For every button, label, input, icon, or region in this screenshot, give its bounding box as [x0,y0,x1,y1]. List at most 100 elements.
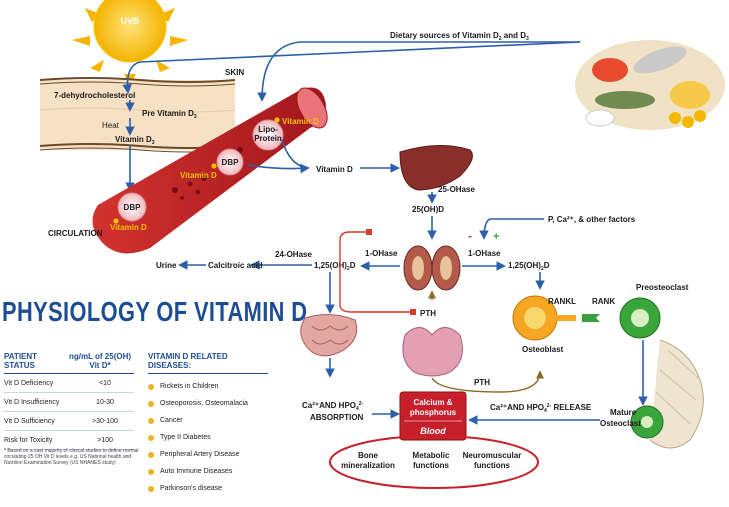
ohase-24-label: 24-OHase [275,250,312,259]
dbp-label-upper: DBP [222,158,240,167]
dbp-label-lower: DBP [124,203,142,212]
calcium-label-2: phosphorus [410,408,457,417]
bullet-icon [148,417,154,424]
vitamin-d3-skin-label: Vitamin D3 [115,135,155,146]
list-item: Auto Immune Diseases [148,463,268,480]
bullet-icon [148,400,154,407]
value-cell: 10-30 [96,398,114,406]
skin-label: SKIN [225,68,244,77]
disease-label: Type II Diabetes [160,434,211,441]
status-cell: Vit D Deficiency [4,379,54,387]
absorption-label-2: ABSORPTION [310,413,364,422]
dihydroxy-d-left-label: 1,25(OH)2D [314,261,356,272]
kidneys-icon [403,245,461,291]
dbp-cell-upper [216,148,244,176]
neuromuscular-functions-label-2: functions [474,461,511,470]
table-row: Vit D Sufficiency >30-100 [4,412,134,431]
minus-label: - [468,229,472,243]
bullet-icon [148,485,154,492]
calcium-phosphorus-box [399,391,467,441]
skin-layers [39,77,236,153]
disease-label: Parkinson's disease [160,485,223,492]
heat-label: Heat [102,121,120,130]
factors-label: P, Ca²⁺, & other factors [548,215,636,224]
disease-label: Auto Immune Diseases [160,468,233,475]
vitamin-d-label-mid: Vitamin D [180,171,217,180]
patient-status-table: PATIENT STATUS ng/mL of 25(OH) Vit D* Vi… [4,352,134,450]
calcium-label-1: Calcium & [413,398,452,407]
rank-label: RANK [592,297,615,306]
preosteoclast-label: Preosteoclast [636,283,689,292]
bone-mineralization-label-2: mineralization [341,461,395,470]
list-item: Rickets in Children [148,378,268,395]
list-item: Parkinson's disease [148,480,268,497]
sun-icon [72,0,188,86]
list-item: Cancer [148,412,268,429]
functions-ellipse [329,435,539,489]
table-header: PATIENT STATUS ng/mL of 25(OH) Vit D* [4,352,134,374]
disease-label: Osteoporosis, Osteomalacia [160,400,248,407]
bullet-icon [148,468,154,475]
value-cell: >100 [97,436,113,444]
pth-label-lower: PTH [474,378,490,387]
pre-vitamin-d3-label: Pre Vitamin D3 [142,109,197,120]
mature-osteoclast-label-1: Mature [610,408,637,417]
parathyroid-gland-icon [402,327,463,377]
bone-mineralization-label-1: Bone [358,451,379,460]
status-cell: Vit D Sufficiency [4,417,55,425]
metabolic-functions-label-2: functions [413,461,450,470]
liver-icon [399,144,473,191]
value-cell: <10 [99,379,111,387]
vitamin-d-dot [274,117,280,123]
osteoblast-label: Osteoblast [522,345,564,354]
value-cell: >30-100 [92,417,118,425]
list-item: Peripheral Artery Disease [148,446,268,463]
metabolic-functions-label-1: Metabolic [413,451,450,460]
absorption-label-1: Ca²⁺AND HPO42- [302,401,364,412]
vitamin-d-label-upper: Vitamin D [282,117,319,126]
pth-label-upper: PTH [420,309,436,318]
ohd-25-label: 25(OH)D [412,205,444,214]
disease-label: Cancer [160,417,183,424]
lipoprotein-label-2: Protein [254,134,282,143]
food-sources-image [575,40,725,130]
ohase-25-label: 25-OHase [438,185,475,194]
vitamin-d-dot [211,163,217,169]
header-patient-status: PATIENT STATUS [4,352,38,370]
lipoprotein-label-1: Lipo- [258,125,278,134]
rank-receptor-icon [582,314,600,322]
status-cell: Vit D Insufficiency [4,398,60,406]
page-title: PHYSIOLOGY OF VITAMIN D [2,296,308,327]
bullet-icon [148,383,154,390]
intestine-icon [300,314,358,357]
ohase-1-right-label: 1-OHase [468,249,501,258]
urine-label: Urine [156,261,177,270]
list-item: Type II Diabetes [148,429,268,446]
dbp-cell-lower [117,192,147,222]
related-diseases-list: VITAMIN D RELATED DISEASES: Rickets in C… [148,352,268,497]
table-row: Vit D Insufficiency 10-30 [4,393,134,412]
diseases-header: VITAMIN D RELATED DISEASES: [148,352,268,374]
uvb-label: UVB [120,16,140,26]
circulation-label: CIRCULATION [48,229,103,238]
bullet-icon [148,451,154,458]
disease-label: Rickets in Children [160,383,219,390]
calcitroic-acid-label: Calcitroic acid [208,261,263,270]
table-row: Vit D Deficiency <10 [4,374,134,393]
plus-label: + [493,231,499,243]
vitamin-d-dot [113,218,119,224]
table-row: Risk for Toxicity >100 [4,431,134,450]
release-label: Ca²⁺AND HPO42- RELEASE [490,403,592,414]
vitamin-d-label-lower: Vitamin D [110,223,147,232]
ohase-1-left-label: 1-OHase [365,249,398,258]
vitamin-d-circulating-label: Vitamin D [316,165,353,174]
footnote: * Based on a vast majority of clinical s… [4,448,139,466]
dietary-sources-label: Dietary sources of Vitamin D2 and D3 [390,31,529,42]
dihydroxy-d-right-label: 1,25(OH)2D [508,261,550,272]
header-vit-d-level: ng/mL of 25(OH) Vit D* [68,352,132,370]
neuromuscular-functions-label-1: Neuromuscular [463,451,522,460]
blood-label: Blood [420,426,446,436]
rankl-label: RANKL [548,297,576,306]
disease-label: Peripheral Artery Disease [160,451,240,458]
